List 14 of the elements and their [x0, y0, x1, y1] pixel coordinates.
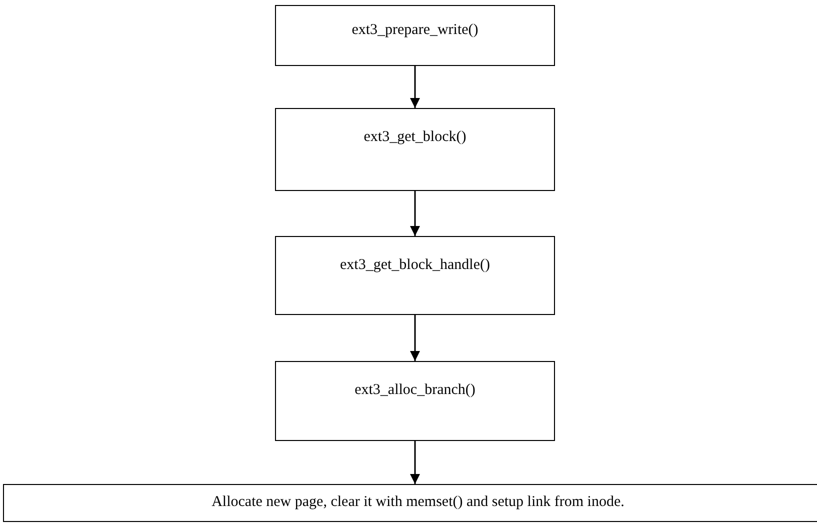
box-label: ext3_get_block()	[362, 129, 468, 146]
box-label: ext3_alloc_branch()	[354, 382, 476, 399]
arrow	[410, 191, 420, 236]
process-box	[275, 5, 555, 66]
arrow	[410, 441, 420, 484]
box-label: Allocate new page, clear it with memset() and setup link from inode.	[210, 494, 626, 511]
process-box	[275, 236, 555, 315]
arrow	[410, 315, 420, 361]
process-box	[275, 108, 555, 191]
box-label: ext3_prepare_write()	[350, 22, 480, 39]
arrow	[410, 66, 420, 108]
process-box	[3, 484, 817, 522]
box-label: ext3_get_block_handle()	[339, 257, 491, 274]
process-box	[275, 361, 555, 441]
